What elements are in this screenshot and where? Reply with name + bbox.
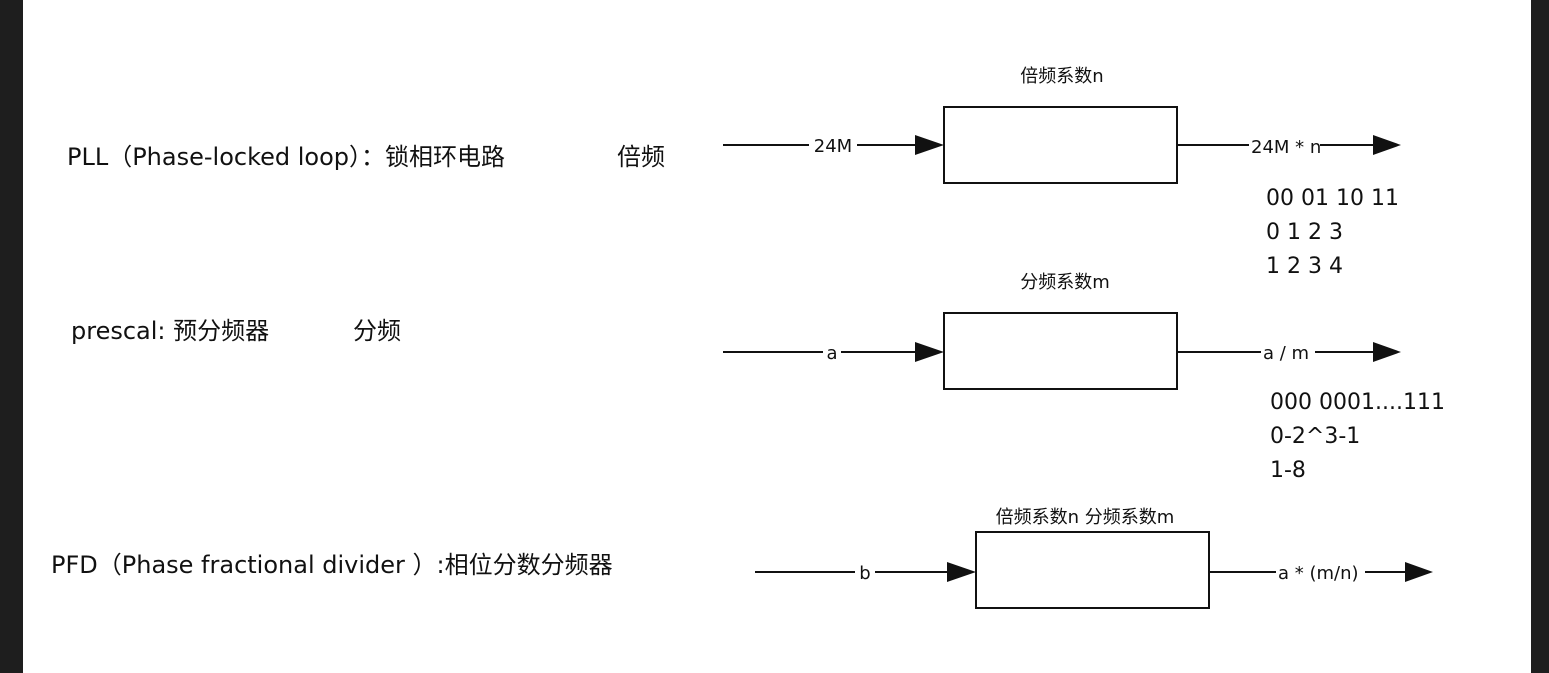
pfd-input-label: b [859,563,870,584]
pll-block [943,106,1178,184]
diagram-canvas: PLL（Phase-locked loop）：锁相环电路 倍频 prescal:… [23,0,1531,673]
prescal-tag: 分频 [353,317,401,345]
pfd-output-label: a * (m/n) [1278,563,1359,584]
pll-block-title: 倍频系数n [1020,66,1103,87]
prescal-output-label: a / m [1263,343,1309,364]
pfd-block-group: 倍频系数n 分频系数m b a * (m/n) [755,507,1433,609]
pll-note-line: 00 01 10 11 [1266,186,1399,211]
prescal-note-line: 1-8 [1270,458,1306,483]
prescal-note-line: 0-2^3-1 [1270,424,1361,449]
pll-block-group: 倍频系数n 24M 24M * n [723,66,1401,184]
block-diagrams: 倍频系数n 24M 24M * n 分频系数m a a / m 倍频 [723,66,1433,609]
prescal-label: prescal: 预分频器 [71,317,270,345]
pfd-output-arrowhead [1405,562,1433,582]
prescal-notes: 000 0001....111 0-2^3-1 1-8 [1270,386,1445,488]
prescal-input-arrowhead [915,342,944,362]
pll-notes: 00 01 10 11 0 1 2 3 1 2 3 4 [1266,182,1399,284]
pfd-block [975,531,1210,609]
pll-note-line: 1 2 3 4 [1266,254,1343,279]
pfd-input-arrowhead [947,562,976,582]
pll-input-arrowhead [915,135,944,155]
pll-output-arrowhead [1373,135,1401,155]
pll-note-line: 0 1 2 3 [1266,220,1343,245]
prescal-block-title: 分频系数m [1020,272,1110,293]
prescal-output-arrowhead [1373,342,1401,362]
pll-output-label: 24M * n [1251,137,1321,158]
prescal-block [943,312,1178,390]
prescal-input-label: a [826,343,837,364]
prescal-block-group: 分频系数m a a / m [723,272,1401,390]
pll-label: PLL（Phase-locked loop）：锁相环电路 [67,143,506,171]
pll-input-label: 24M [814,136,852,157]
pfd-block-title: 倍频系数n 分频系数m [996,507,1175,528]
pll-tag: 倍频 [617,143,665,171]
pfd-label: PFD（Phase fractional divider ）:相位分数分频器 [51,551,613,579]
prescal-note-line: 000 0001....111 [1270,390,1445,415]
